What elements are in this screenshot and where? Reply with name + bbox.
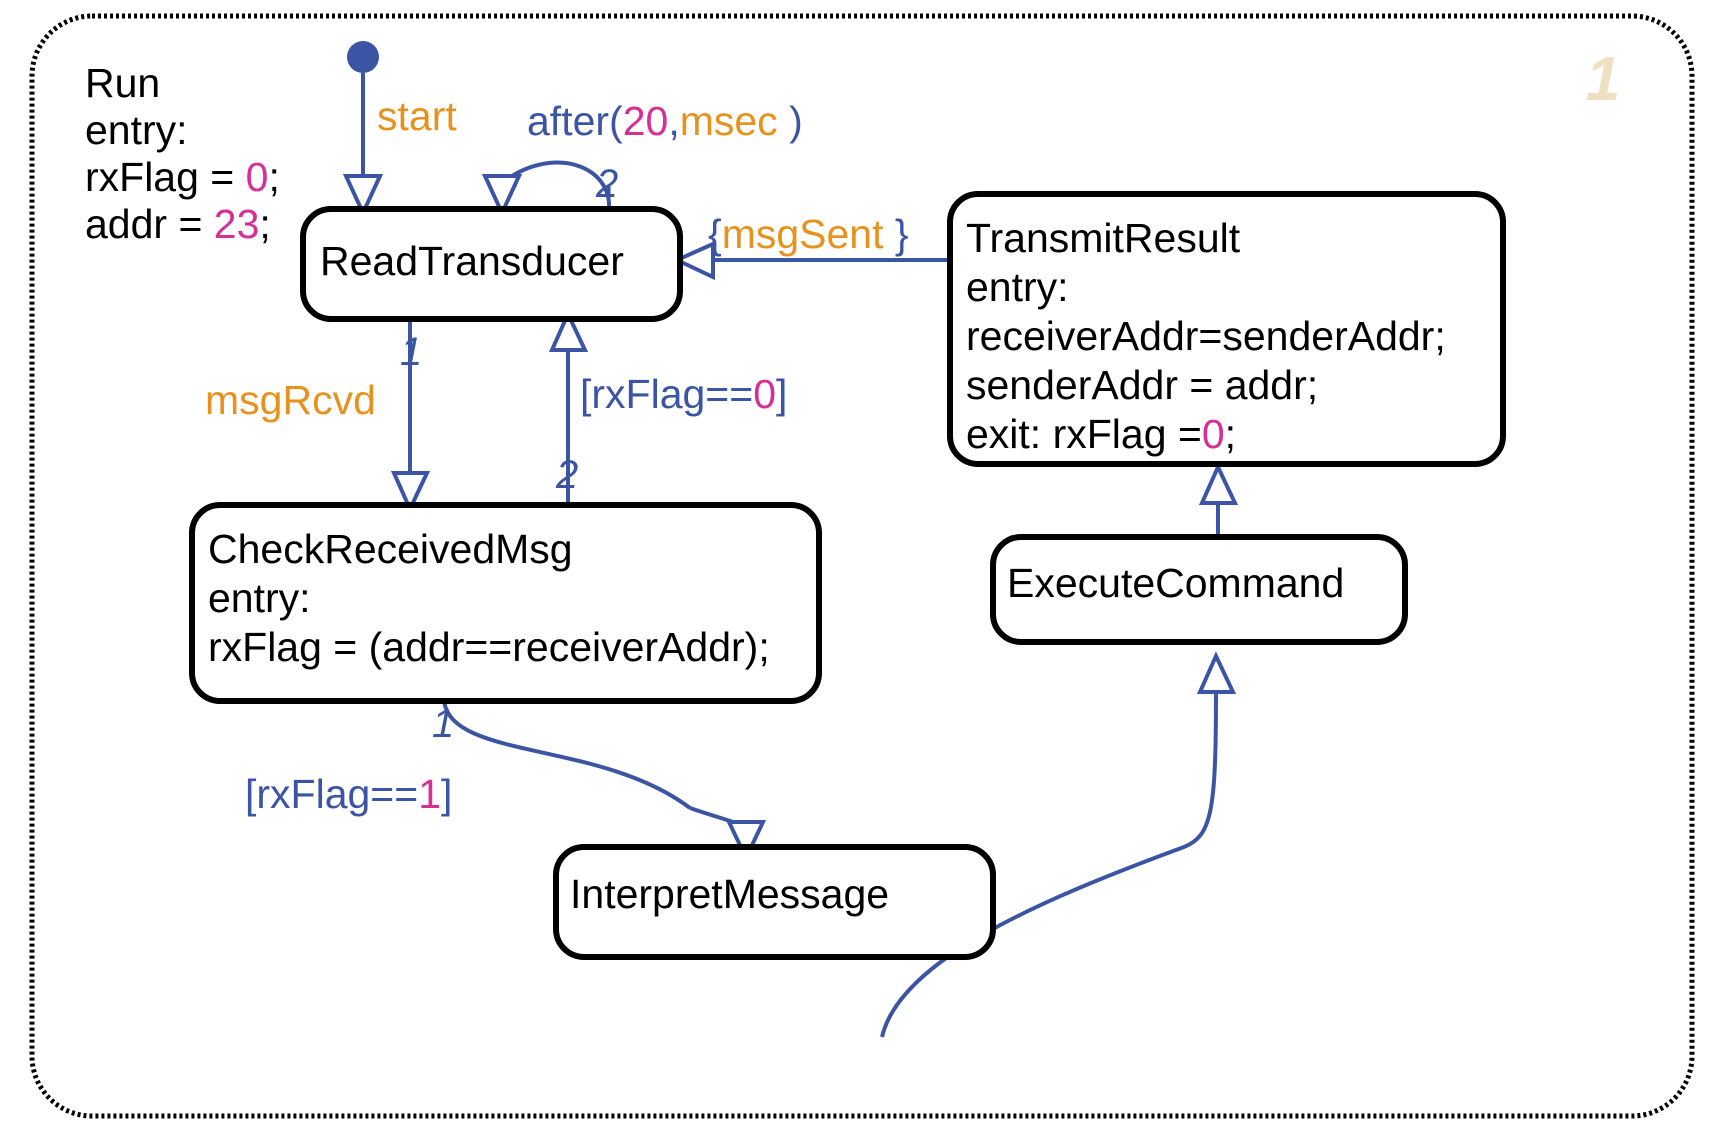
superstate-entry-keyword: entry: [85, 107, 188, 153]
state-transmit-result-name: TransmitResult [966, 215, 1241, 261]
state-execute-command-box [990, 534, 1408, 645]
superstate-action-addr-text: addr = [85, 201, 214, 247]
state-transmit-result-action-2: senderAddr = addr; [966, 362, 1318, 408]
state-transmit-result-entry: entry: [966, 264, 1069, 310]
transition-interpret-to-execute[interactable] [880, 651, 1237, 1038]
state-transmit-result[interactable]: TransmitResult entry: receiverAddr=sende… [947, 191, 1506, 467]
after-comma: , [668, 98, 679, 144]
after-close-paren: ) [789, 98, 803, 144]
state-check-received-msg[interactable]: CheckReceivedMsg entry: rxFlag = (addr==… [189, 502, 822, 704]
msg-sent-open-brace: { [708, 211, 722, 257]
transition-execute-to-transmit[interactable] [1198, 462, 1239, 540]
transition-start[interactable]: start [342, 73, 457, 218]
transition-rxflag-zero-label: [rxFlag==0] [580, 371, 787, 417]
state-check-received-msg-name: CheckReceivedMsg [208, 526, 573, 572]
transition-rxflag-one[interactable]: 1 [rxFlag==1] [245, 699, 767, 863]
transmit-exit-value: 0 [1202, 411, 1225, 457]
transition-start-label: start [377, 93, 457, 139]
superstate-action-addr-value: 23 [214, 201, 260, 247]
transition-rxflag-zero-order: 2 [555, 453, 578, 497]
start-arrowhead [342, 174, 384, 218]
transmit-exit-suffix: ; [1225, 411, 1236, 457]
superstate-action-rxflag-value: 0 [246, 154, 269, 200]
rxflag-zero-open: [rxFlag== [580, 371, 753, 417]
state-interpret-message[interactable]: InterpretMessage [553, 844, 996, 960]
state-transmit-result-box [947, 191, 1506, 467]
state-read-transducer[interactable]: ReadTransducer [300, 206, 683, 322]
transition-rxflag-one-order: 1 [432, 702, 454, 746]
rxflag-one-open: [rxFlag== [245, 771, 418, 817]
superstate-name: Run [85, 60, 160, 106]
transition-msg-received[interactable]: 1 msgRcvd [205, 318, 431, 514]
rxflag-zero-arrowhead [548, 309, 589, 352]
self-loop-arrowhead [481, 174, 523, 218]
msg-received-arrowhead [390, 471, 431, 514]
state-execute-command[interactable]: ExecuteCommand [990, 534, 1408, 645]
transition-rxflag-one-label: [rxFlag==1] [245, 771, 452, 817]
superstate-action-addr: addr = 23; [85, 201, 271, 247]
msg-sent-arrowhead [672, 240, 715, 281]
default-entry-junction[interactable] [347, 41, 379, 73]
chart-corner-number: 1 [1586, 45, 1620, 114]
superstate-action-rxflag-text: rxFlag = [85, 154, 246, 200]
rxflag-one-value: 1 [418, 771, 441, 817]
transmit-exit-prefix: exit: rxFlag = [966, 411, 1202, 457]
rxflag-one-arrowhead [725, 820, 767, 863]
superstate-action-addr-term: ; [259, 201, 270, 247]
after-value: 20 [623, 98, 669, 144]
rxflag-zero-close: ] [776, 371, 787, 417]
transition-self-loop-order: 2 [595, 162, 618, 206]
state-transmit-result-action-1: receiverAddr=senderAddr; [966, 313, 1446, 359]
superstate-action-rxflag: rxFlag = 0; [85, 154, 280, 200]
after-kw: after( [527, 98, 623, 144]
msg-sent-event: msgSent [722, 211, 895, 257]
state-read-transducer-name: ReadTransducer [320, 238, 624, 284]
rxflag-one-close: ] [441, 771, 452, 817]
interpret-to-execute-arrowhead [1196, 651, 1237, 694]
state-check-received-msg-entry: entry: [208, 575, 311, 621]
transition-self-loop-label: after(20,msec ) [527, 98, 803, 144]
state-interpret-message-box [553, 844, 996, 960]
after-unit: msec [680, 98, 789, 144]
execute-to-transmit-arrowhead [1198, 462, 1239, 505]
rxflag-zero-value: 0 [753, 371, 776, 417]
state-check-received-msg-box [189, 502, 822, 704]
state-transmit-result-exit: exit: rxFlag =0; [966, 411, 1236, 457]
transition-msg-received-order: 1 [400, 330, 422, 374]
transition-msg-sent-label: {msgSent } [708, 211, 909, 257]
state-read-transducer-box [300, 206, 683, 322]
transition-msg-received-label: msgRcvd [205, 377, 376, 423]
transition-rxflag-zero[interactable]: 2 [rxFlag==0] [548, 309, 787, 509]
superstate-action-rxflag-term: ; [268, 154, 279, 200]
transition-msg-sent[interactable]: {msgSent } [672, 211, 950, 281]
state-check-received-msg-action: rxFlag = (addr==receiverAddr); [208, 624, 770, 670]
msg-sent-close-brace: } [895, 211, 909, 257]
state-execute-command-name: ExecuteCommand [1007, 560, 1344, 606]
state-interpret-message-name: InterpretMessage [570, 871, 889, 917]
